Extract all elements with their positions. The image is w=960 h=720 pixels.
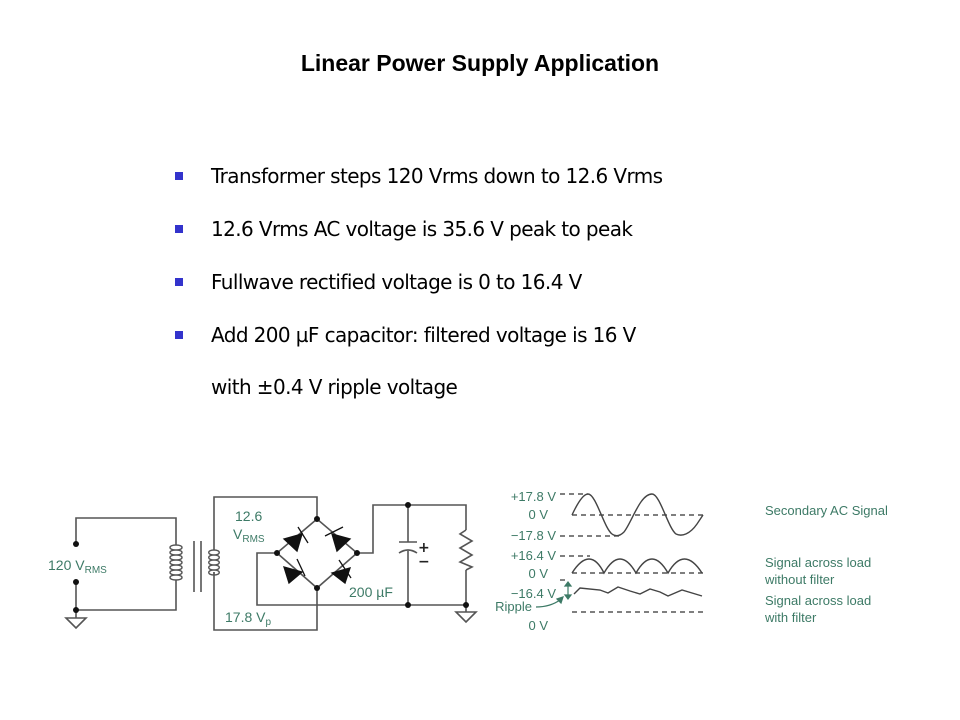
capacitor-value-label: 200 µF (349, 584, 393, 600)
legend-unfiltered-line2: without filter (764, 572, 835, 587)
positive-rail (357, 504, 467, 554)
bullet-item: Transformer steps 120 Vrms down to 12.6 … (174, 160, 874, 192)
ripple-label: Ripple (495, 599, 532, 614)
primary-voltage-label: 120 VRMS (48, 557, 107, 576)
terminal-dot (73, 579, 79, 585)
legend-filtered-line2: with filter (764, 610, 817, 625)
reference-lines (560, 493, 703, 613)
circuit-wires (64, 496, 478, 631)
diode-icon (330, 559, 352, 585)
secondary-coil-icon (208, 549, 220, 576)
bullet-text: Transformer steps 120 Vrms down to 12.6 … (211, 164, 663, 188)
bullet-text: 12.6 Vrms AC voltage is 35.6 V peak to p… (211, 217, 633, 241)
secondary-wire-bottom (213, 572, 318, 631)
primary-wire-bottom (75, 580, 177, 611)
bullet-marker-icon (175, 331, 183, 339)
primary-coil-icon (169, 544, 183, 581)
legend-filtered-line1: Signal across load (765, 593, 871, 608)
junction-dot (405, 502, 411, 508)
waveform-axis-labels: +17.8 V 0 V −17.8 V +16.4 V 0 V −16.4 V … (495, 489, 556, 633)
legend-unfiltered-line1: Signal across load (765, 555, 871, 570)
diode-icon (324, 526, 352, 553)
filtered-level-label: −16.4 V (511, 586, 557, 601)
legend-secondary-ac: Secondary AC Signal (765, 503, 888, 518)
junction-dot (354, 550, 360, 556)
bullet-item: Add 200 µF capacitor: filtered voltage i… (174, 319, 874, 403)
ground-rail (256, 552, 466, 606)
ripple-indicator-icon (535, 581, 573, 608)
diode-icon (282, 526, 309, 553)
ac-zero-label: 0 V (528, 507, 548, 522)
secondary-peak-label: 17.8 Vp (225, 609, 271, 628)
junction-dots (73, 502, 469, 613)
unfiltered-rectified-waveform (571, 558, 703, 575)
bullet-marker-icon (175, 225, 183, 233)
bullet-text: Fullwave rectified voltage is 0 to 16.4 … (211, 270, 582, 294)
filtered-waveform (573, 586, 703, 597)
bullet-text: Add 200 µF capacitor: filtered voltage i… (211, 323, 636, 347)
secondary-voltage-value: 12.6 (235, 508, 262, 524)
terminal-dot (73, 541, 79, 547)
secondary-voltage-unit: VRMS (233, 526, 265, 545)
ac-negative-peak-label: −17.8 V (511, 528, 557, 543)
diode-icon (283, 558, 306, 585)
bullet-list: Transformer steps 120 Vrms down to 12.6 … (174, 160, 874, 424)
bullet-marker-icon (175, 278, 183, 286)
filtered-zero-label: 0 V (528, 618, 548, 633)
ground-icon (64, 617, 88, 630)
junction-dot (73, 607, 79, 613)
junction-dot (463, 602, 469, 608)
load-resistor-icon (458, 529, 474, 571)
bullet-marker-icon (175, 172, 183, 180)
secondary-ac-waveform (571, 493, 704, 537)
waveform-legend: Secondary AC Signal Signal across load w… (764, 503, 888, 625)
slide-title: Linear Power Supply Application (300, 50, 660, 76)
secondary-wire-top (213, 496, 318, 550)
capacitor-plate-bottom (398, 549, 418, 554)
junction-dot (314, 585, 320, 591)
rectified-zero-label: 0 V (528, 566, 548, 581)
power-supply-diagram: 120 VRMS 12.6 VRMS 17.8 Vp 200 µF + − +1… (48, 489, 888, 633)
ground-icon (454, 611, 478, 624)
capacitor-minus-sign: − (418, 554, 430, 570)
bullet-continuation: with ±0.4 V ripple voltage (211, 375, 458, 399)
primary-wire-top (75, 517, 177, 545)
rectified-peak-label: +16.4 V (511, 548, 557, 563)
bullet-item: 12.6 Vrms AC voltage is 35.6 V peak to p… (174, 213, 874, 245)
diodes (282, 526, 352, 585)
junction-dot (314, 516, 320, 522)
capacitor-plus-sign: + (418, 540, 430, 556)
bullet-item: Fullwave rectified voltage is 0 to 16.4 … (174, 266, 874, 298)
waveforms (571, 493, 704, 597)
ac-positive-peak-label: +17.8 V (511, 489, 557, 504)
junction-dot (274, 550, 280, 556)
junction-dot (405, 602, 411, 608)
